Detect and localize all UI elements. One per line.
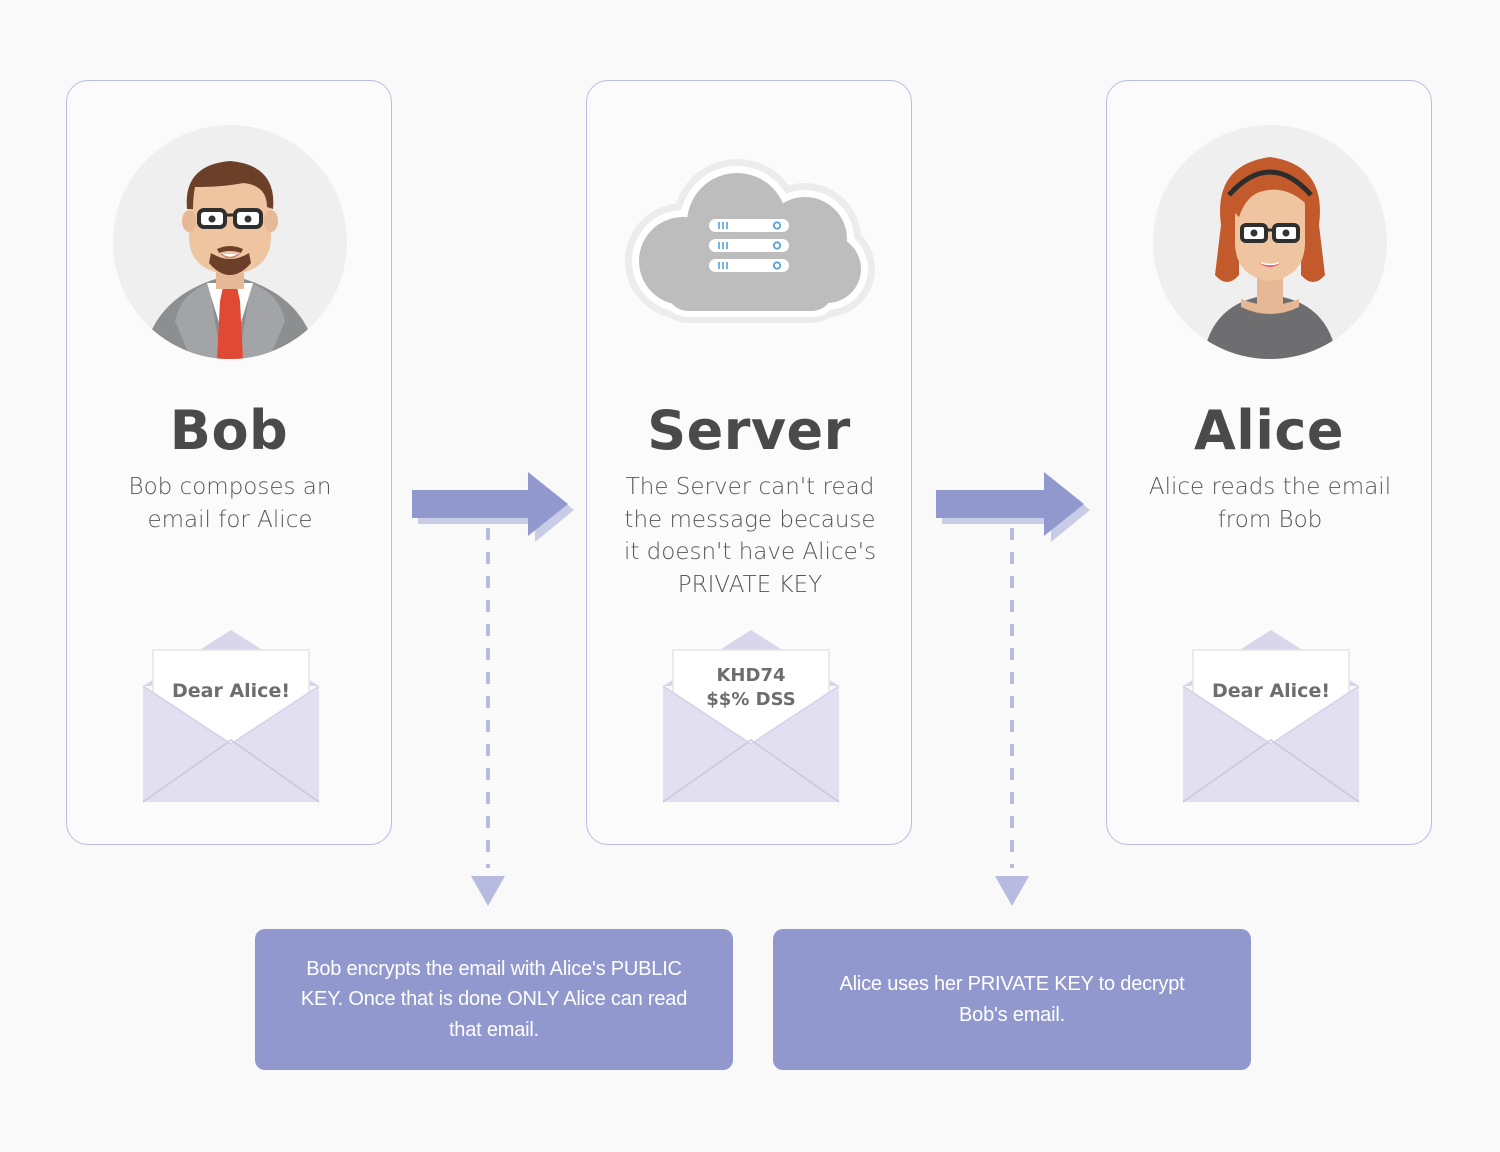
server-letter-line1: KHD74 <box>716 665 786 686</box>
server-letter-line2: $$% DSS <box>706 689 796 710</box>
arrow-right-icon <box>412 472 574 542</box>
dashed-arrow-down-icon <box>995 528 1029 906</box>
bob-letter-text: Dear Alice! <box>171 680 290 702</box>
bob-title: Bob <box>169 399 289 462</box>
envelope-icon <box>142 630 320 803</box>
dashed-arrow-down-icon <box>471 528 505 906</box>
server-description: The Server can't read the message becaus… <box>623 474 877 598</box>
encrypt-note: Bob encrypts the email with Alice's PUBL… <box>255 929 733 1070</box>
bob-envelope: Dear Alice! <box>141 626 321 806</box>
alice-avatar-icon <box>1153 125 1387 359</box>
cloud-server-icon <box>625 159 875 323</box>
arrow-right-icon <box>936 472 1090 542</box>
encrypt-note-text: Bob encrypts the email with Alice's PUBL… <box>300 957 688 1041</box>
bob-card: Bob Bob composes an email for Alice Dear… <box>66 80 392 845</box>
server-letter-text: KHD74 $$% DSS <box>675 664 827 712</box>
bob-avatar-icon <box>113 125 347 359</box>
alice-letter-text: Dear Alice! <box>1211 680 1330 702</box>
server-envelope: KHD74 $$% DSS <box>661 626 841 806</box>
alice-card: Alice Alice reads the email from Bob Dea… <box>1106 80 1432 845</box>
envelope-icon <box>662 630 840 803</box>
envelope-icon <box>1182 630 1360 803</box>
decrypt-note-text: Alice uses her PRIVATE KEY to decrypt Bo… <box>839 973 1185 1026</box>
alice-description: Alice reads the email from Bob <box>1148 474 1392 533</box>
bob-description: Bob composes an email for Alice <box>128 474 332 533</box>
decrypt-note: Alice uses her PRIVATE KEY to decrypt Bo… <box>773 929 1251 1070</box>
server-rack <box>709 219 789 272</box>
server-card: Server The Server can't read the message… <box>586 80 912 845</box>
alice-envelope: Dear Alice! <box>1181 626 1361 806</box>
server-title: Server <box>647 399 851 462</box>
alice-title: Alice <box>1194 399 1344 462</box>
